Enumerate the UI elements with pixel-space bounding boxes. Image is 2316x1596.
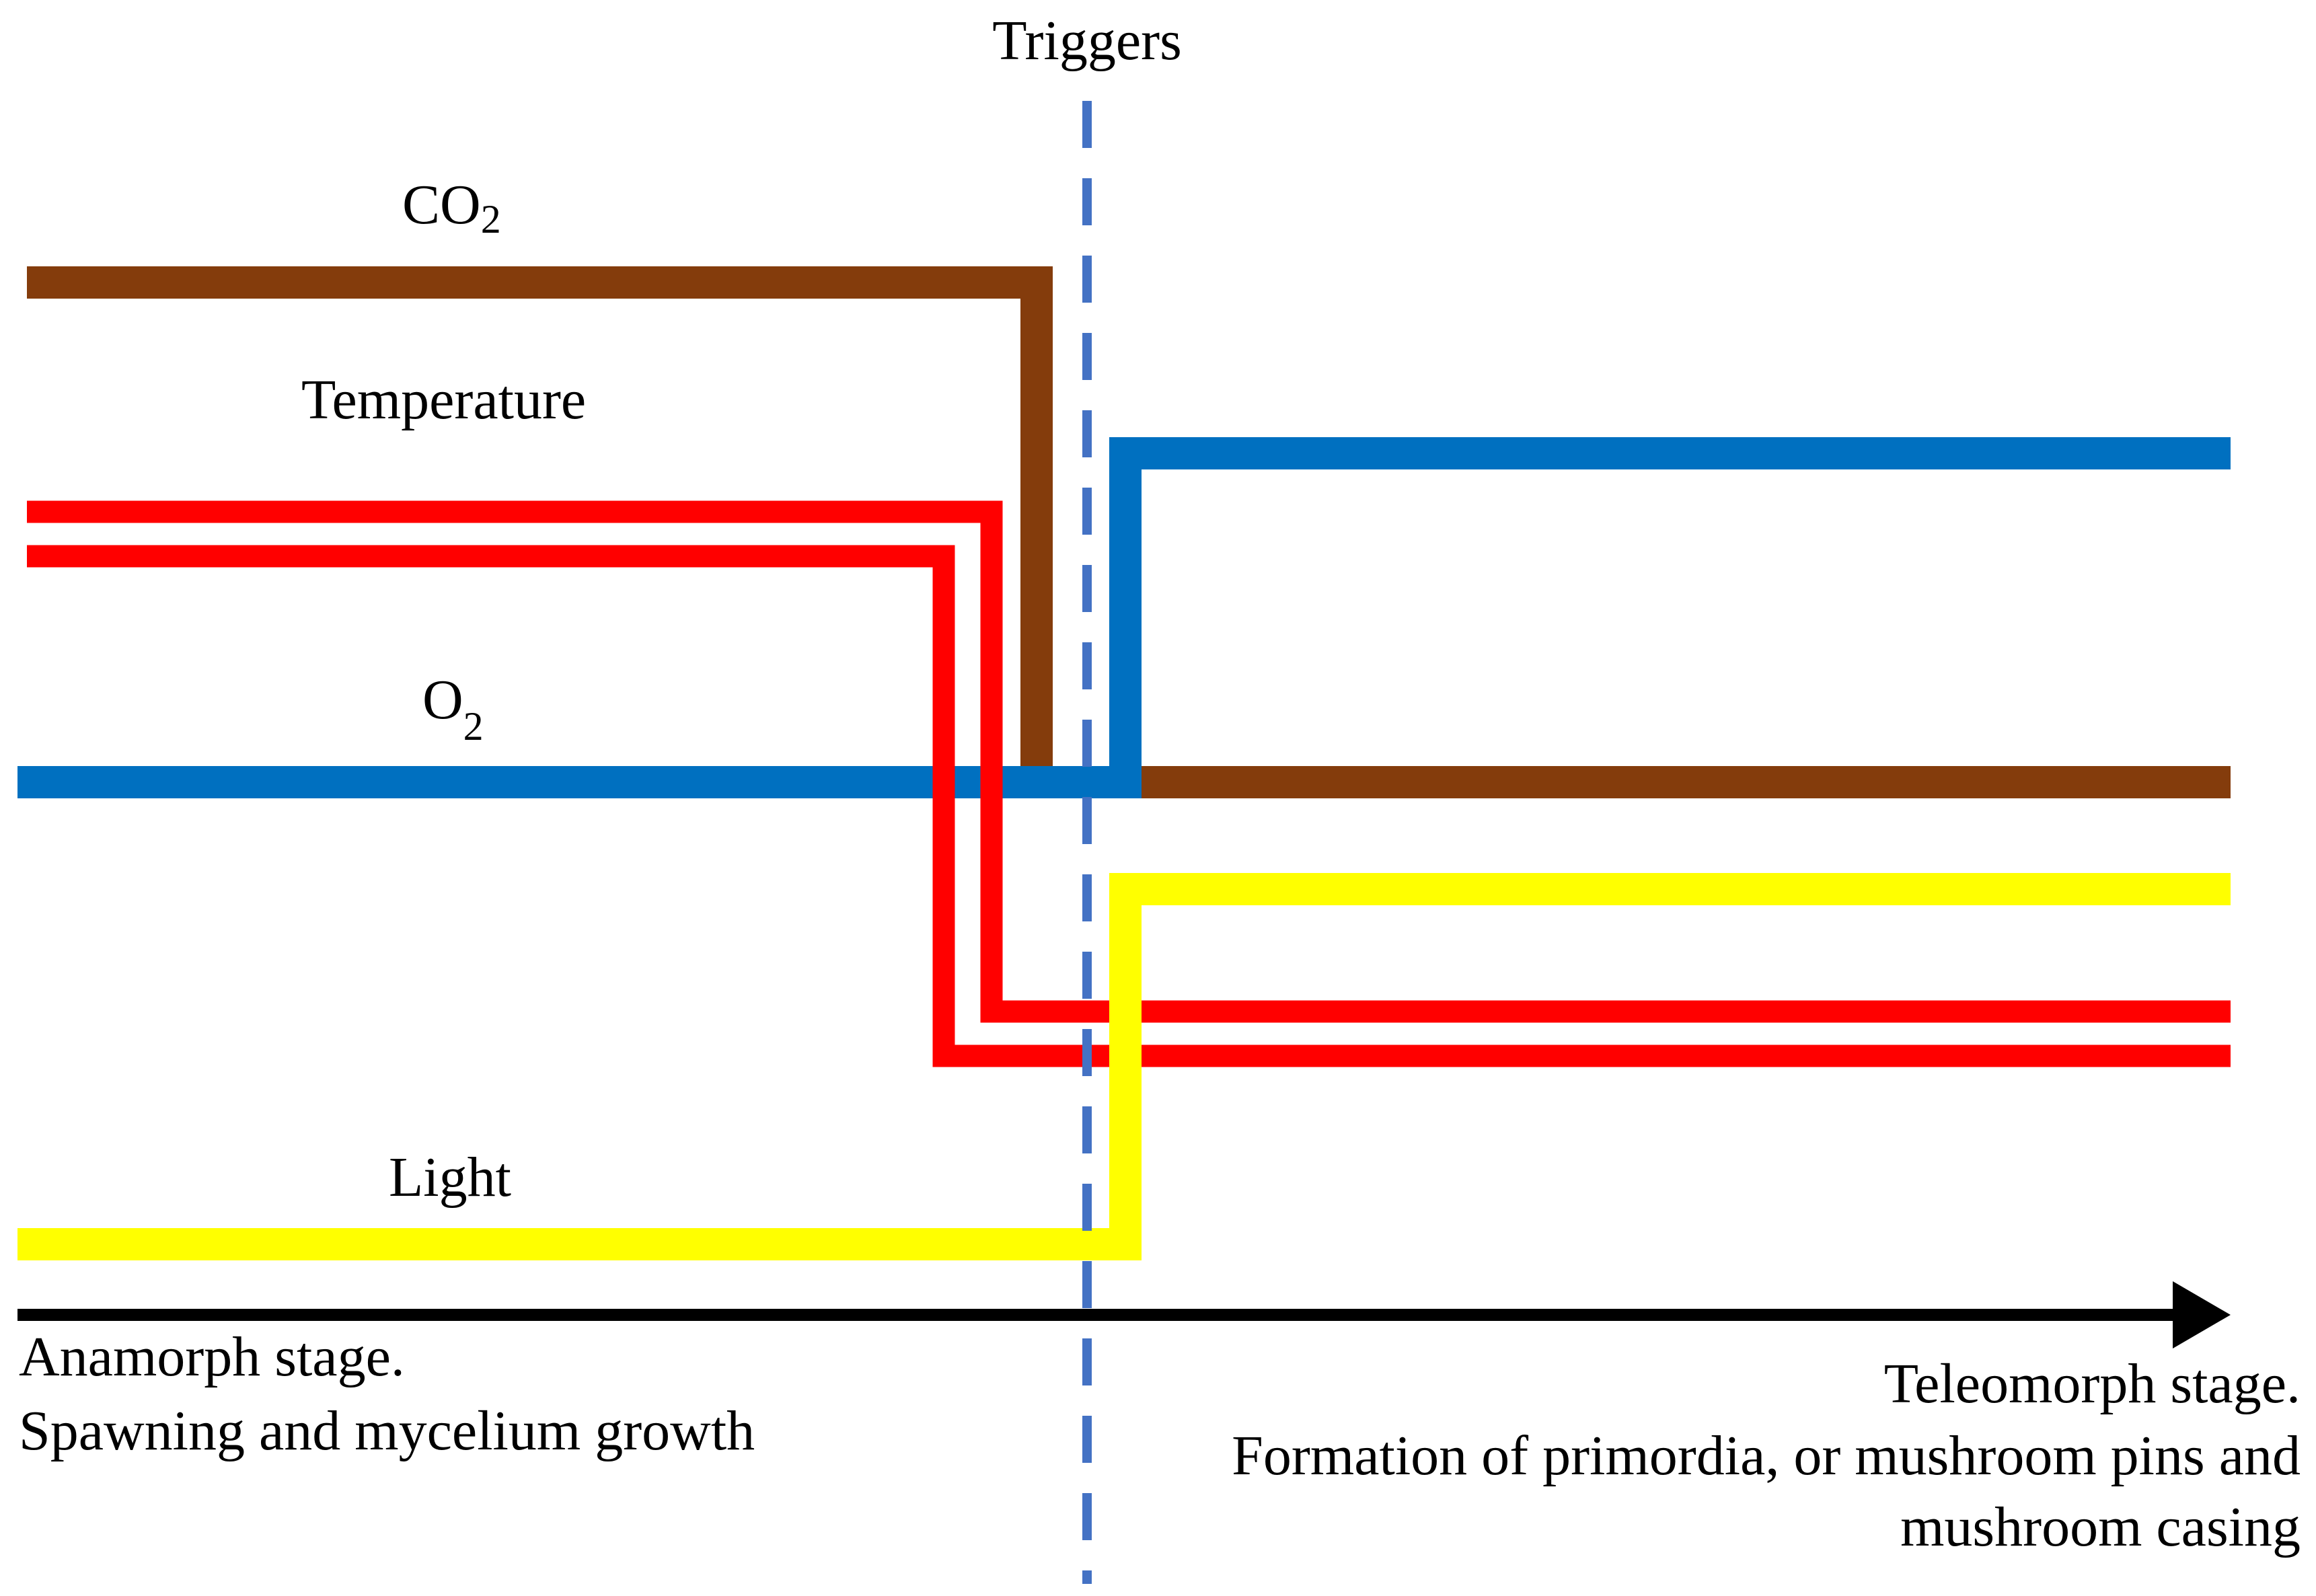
- o2-line: [17, 437, 2231, 798]
- anamorph-stage-line1: Anamorph stage.: [19, 1326, 405, 1388]
- temperature-line-upper: [27, 500, 2231, 1023]
- co2-label-sub: 2: [481, 197, 501, 241]
- light-line: [17, 873, 2231, 1260]
- teleomorph-stage-line3: mushroom casing: [1900, 1496, 2301, 1558]
- light-label: Light: [389, 1146, 511, 1209]
- co2-label: CO2: [402, 174, 501, 241]
- triggers-label: Triggers: [992, 9, 1182, 72]
- temperature-line-lower: [27, 545, 2231, 1067]
- anamorph-stage-line2: Spawning and mycelium growth: [19, 1400, 755, 1462]
- co2-label-main: CO: [402, 174, 481, 236]
- teleomorph-stage-line2: Formation of primordia, or mushroom pins…: [1232, 1424, 2301, 1487]
- o2-label-main: O: [422, 669, 463, 731]
- temperature-label: Temperature: [301, 369, 586, 431]
- o2-label: O2: [422, 669, 484, 749]
- o2-label-sub: 2: [463, 704, 484, 749]
- time-axis-arrowhead: [2173, 1281, 2231, 1348]
- teleomorph-stage-line1: Teleomorph stage.: [1884, 1353, 2301, 1415]
